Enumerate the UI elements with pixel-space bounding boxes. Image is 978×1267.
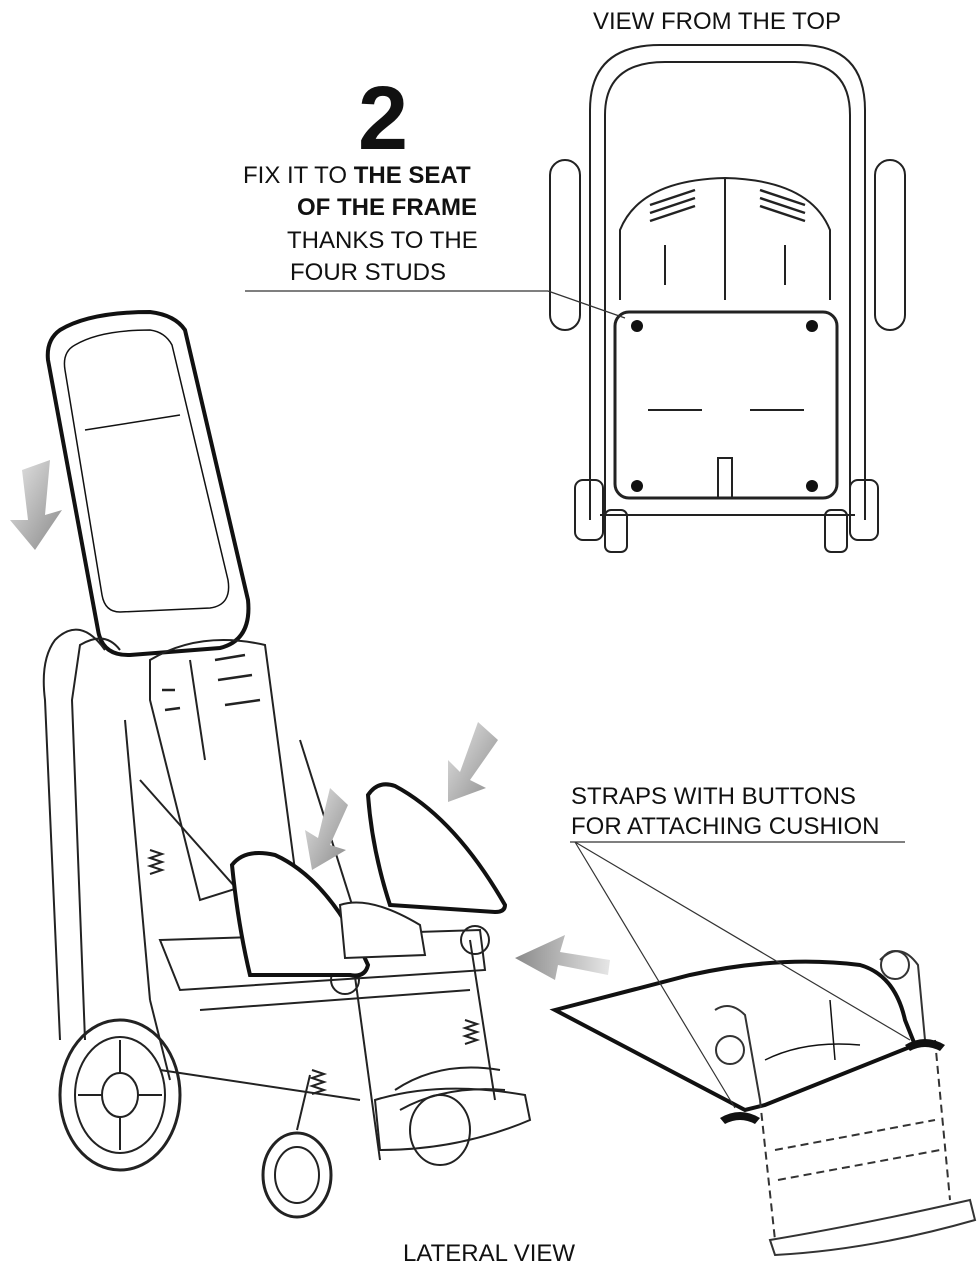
instruction-line-1-bold: THE SEAT <box>353 162 471 189</box>
instruction-line-2: OF THE FRAME <box>297 194 477 221</box>
side-cushion-right <box>365 782 508 915</box>
front-caster <box>261 1074 471 1219</box>
straps-label-line-2: FOR ATTACHING CUSHION <box>571 813 880 840</box>
lateral-view-label: LATERAL VIEW <box>403 1240 576 1267</box>
view-from-top-label: VIEW FROM THE TOP <box>593 8 842 35</box>
strap-buttons <box>720 1039 945 1124</box>
instruction-line-1: FIX IT TO THE SEAT <box>243 164 471 188</box>
top-view-frame <box>549 44 906 553</box>
instruction-line-1-regular: FIX IT TO <box>243 162 354 189</box>
instruction-line-3: THANKS TO THE <box>287 227 478 254</box>
seat-frame-detail <box>714 950 977 1257</box>
arrow-side-cushion-left <box>305 788 348 870</box>
rear-wheel <box>58 1018 182 1172</box>
instruction-leader-line <box>245 290 626 319</box>
instruction-line-4: FOUR STUDS <box>290 259 446 286</box>
seat-cushion-lateral <box>338 901 427 960</box>
seat-cushion-detail <box>549 959 918 1113</box>
step-number: 2 <box>358 69 409 169</box>
headrest-cushion <box>45 309 251 658</box>
straps-leader-lines <box>570 841 911 1109</box>
arrow-side-cushion-right <box>448 722 498 802</box>
side-cushion-left <box>229 851 371 978</box>
seat-studs <box>631 320 818 492</box>
straps-label-line-1: STRAPS WITH BUTTONS <box>571 783 856 810</box>
arrow-seat-cushion <box>515 935 610 980</box>
arrow-headrest <box>10 460 62 550</box>
